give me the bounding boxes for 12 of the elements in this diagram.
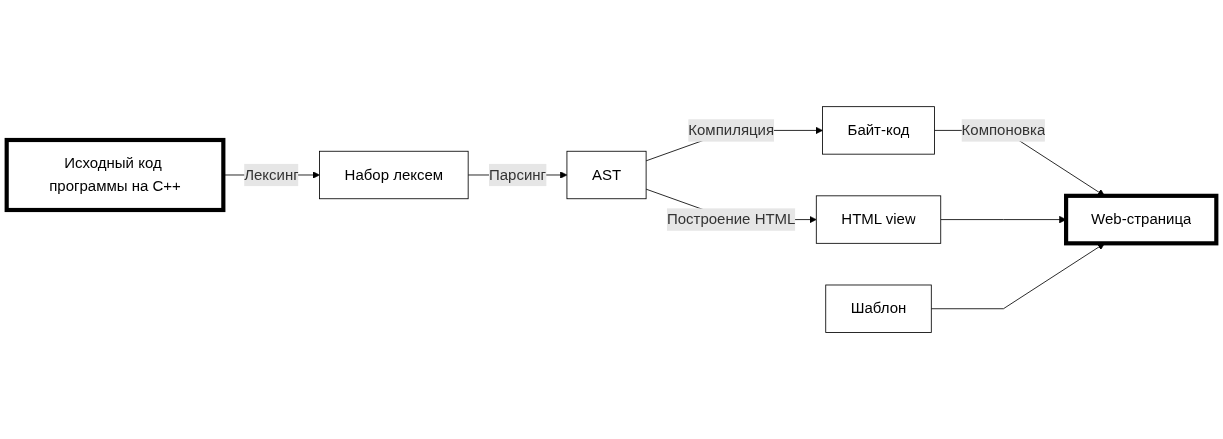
node-box: Исходный код программы на С++ xyxy=(4,137,226,212)
edge-label: Построение HTML xyxy=(666,210,796,228)
node-box: Набор лексем xyxy=(319,150,469,200)
edge-label: Компоновка xyxy=(961,121,1046,139)
node-box: AST xyxy=(566,150,647,200)
node-box: Web-страница xyxy=(1064,193,1219,246)
edge-label: Парсинг xyxy=(488,166,547,183)
node-box: Байт-код xyxy=(822,106,935,155)
edge-label: Компиляция xyxy=(688,121,775,139)
edge-label: Лексинг xyxy=(244,166,299,183)
node-box: Шаблон xyxy=(825,284,932,333)
node-box: HTML view xyxy=(815,195,942,244)
